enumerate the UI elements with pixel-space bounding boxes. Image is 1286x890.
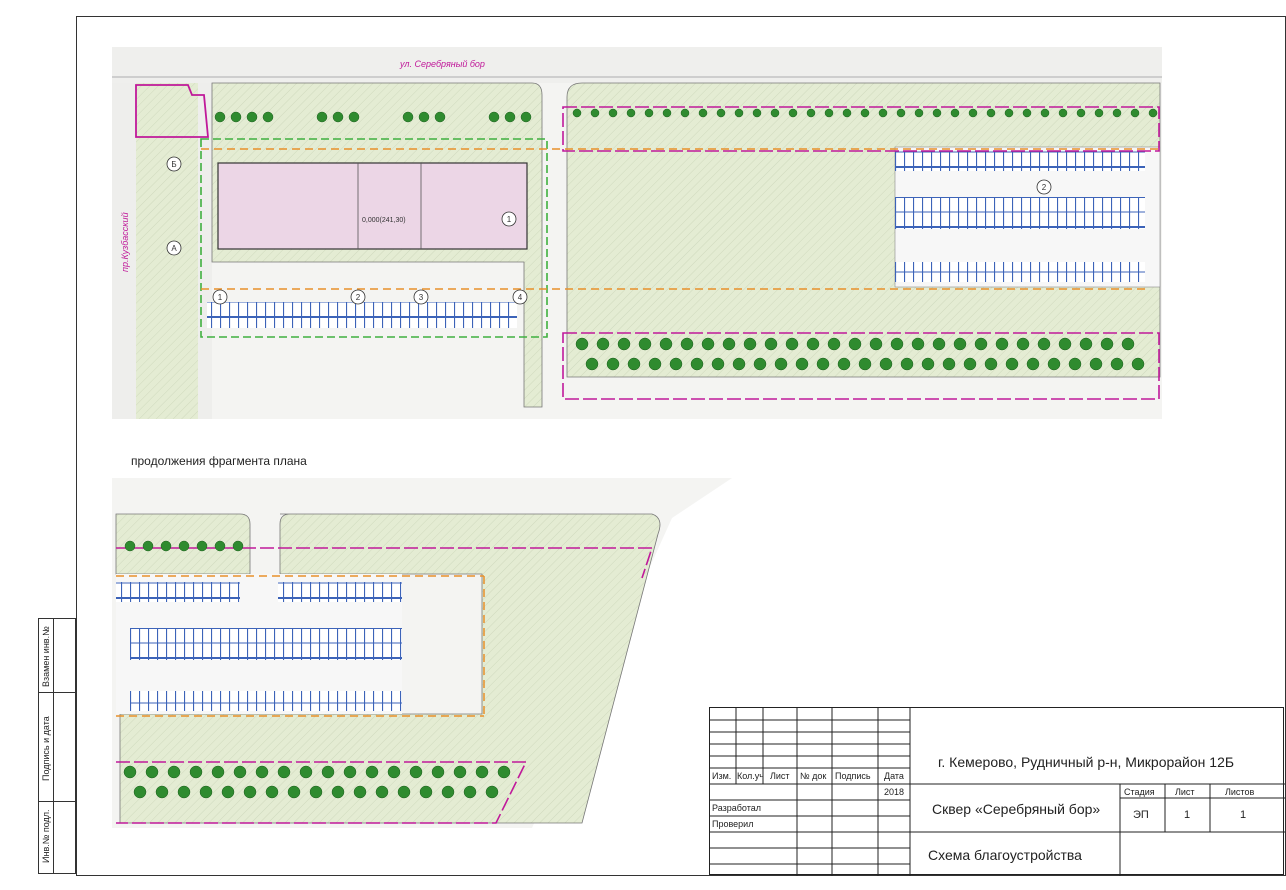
sheets-label: Листов: [1225, 787, 1255, 797]
tree-row-top: [214, 108, 1158, 123]
sheet-value: 1: [1184, 809, 1191, 821]
site-plan-bottom: [112, 478, 732, 828]
axis-2-label: 2: [356, 293, 361, 302]
tree-rows-bottom: [575, 337, 1145, 371]
plan-continuation-caption: продолжения фрагмента плана: [131, 454, 307, 468]
header-doc: № док: [800, 771, 827, 781]
site-plan-top: 0,000(241,30) ул. Серебряный бор пр.Кузб…: [112, 47, 1162, 419]
year-value: 2018: [884, 787, 905, 797]
project-name: Сквер «Серебряный бор»: [932, 801, 1101, 817]
stage-label: Стадия: [1124, 787, 1155, 797]
header-date: Дата: [884, 771, 904, 781]
building-level: 0,000(241,30): [362, 217, 406, 224]
stamp-inv-label: Инв.№ подл.: [41, 809, 51, 863]
zone-number: 2: [1042, 183, 1047, 192]
address-text: г. Кемерово, Рудничный р-н, Микрорайон 1…: [938, 754, 1235, 770]
header-izm: Изм.: [712, 771, 732, 781]
street-top-label: ул. Серебряный бор: [399, 59, 485, 69]
header-kol: Кол.уч: [737, 771, 764, 781]
axis-a-label: А: [171, 244, 177, 253]
sheets-value: 1: [1240, 809, 1247, 821]
axis-1-label: 1: [218, 293, 223, 302]
header-sign: Подпись: [835, 771, 871, 781]
header-list: Лист: [770, 771, 790, 781]
sheet-title: Схема благоустройства: [928, 847, 1082, 863]
checked-label: Проверил: [712, 819, 754, 829]
axis-b-label: Б: [171, 160, 176, 169]
axis-3-label: 3: [419, 293, 424, 302]
tree-row-bottom-fragment: [123, 540, 511, 799]
stage-value: ЭП: [1133, 809, 1149, 821]
stamp-replace-label: Взамен инв.№: [41, 626, 51, 687]
street-left-label: пр.Кузбасский: [120, 212, 130, 272]
stamp-sign-label: Подпись и дата: [41, 716, 51, 781]
axis-4-label: 4: [518, 293, 523, 302]
side-stamp: Взамен инв.№ Подпись и дата Инв.№ подл.: [38, 618, 76, 874]
developed-label: Разработал: [712, 803, 761, 813]
title-block: Изм. Кол.уч Лист № док Подпись Дата 2018…: [709, 707, 1285, 876]
sheet-label: Лист: [1175, 787, 1195, 797]
building-number: 1: [507, 215, 512, 224]
